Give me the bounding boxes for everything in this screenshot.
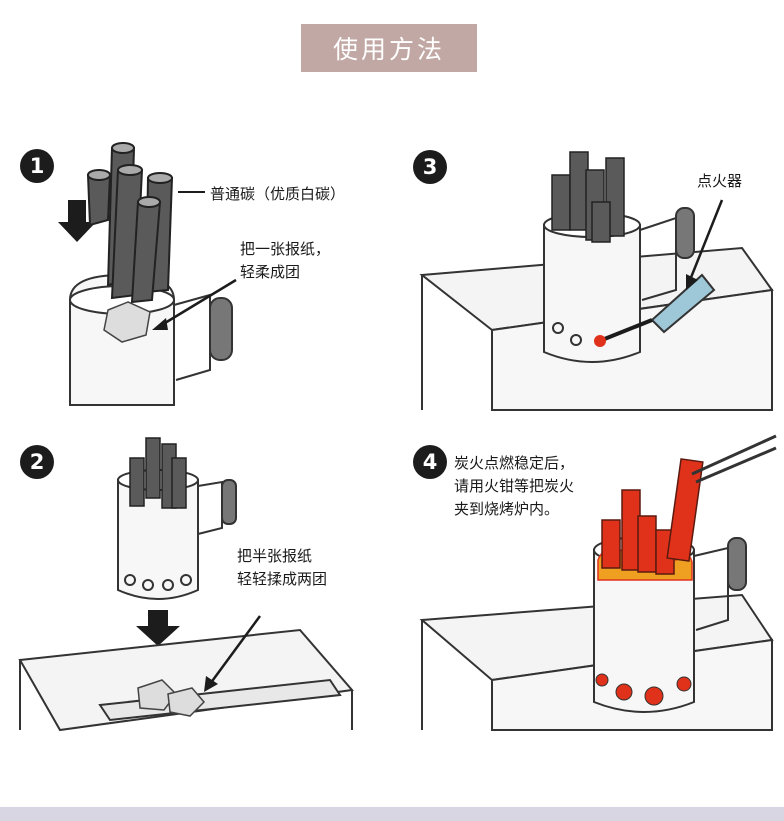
charcoal-sticks <box>129 437 187 509</box>
leader-line-paper <box>159 278 237 328</box>
step-2-number: 2 <box>20 445 54 479</box>
step-1-label-charcoal: 普通碳（优质白碳） <box>210 185 346 203</box>
down-arrow-icon <box>136 610 180 646</box>
step-2-illustration <box>18 437 354 732</box>
step-1-label-paper-line2: 轻柔成团 <box>240 263 301 281</box>
section-title-banner: 使用方法 <box>301 24 477 72</box>
step-3-illustration <box>419 151 774 411</box>
glowing-vents <box>595 673 692 706</box>
step-3-panel: 3 点火器 <box>392 130 784 430</box>
step-1-label-paper-line1: 把一张报纸， <box>240 240 331 258</box>
lighter <box>594 273 716 347</box>
charcoal-sticks <box>86 142 174 304</box>
step-4-panel: 4 炭火点燃稳定后， 请用火钳等把炭火 夹到烧烤炉内。 <box>392 430 784 731</box>
step-4-label-line2: 请用火钳等把炭火 <box>454 477 575 495</box>
burning-charcoal <box>601 458 704 575</box>
step-1-panel: 1 普通碳（优质白碳） 把一张报纸， 轻柔成团 <box>0 130 392 430</box>
step-4-illustration <box>419 434 777 731</box>
crumpled-paper <box>103 301 151 343</box>
step-2-panel: 2 把半张报纸 轻轻揉成两团 <box>0 430 392 732</box>
step-3-number: 3 <box>413 150 447 184</box>
step-1-illustration <box>58 142 237 406</box>
step-2-label-line2: 轻轻揉成两团 <box>237 570 328 588</box>
tongs <box>691 434 777 484</box>
step-3-label-lighter: 点火器 <box>697 172 743 190</box>
step-4-number: 4 <box>413 445 447 479</box>
crumpled-paper <box>167 687 206 717</box>
step-1-number: 1 <box>20 149 54 183</box>
section-title: 使用方法 <box>332 35 445 64</box>
step-2-label-line1: 把半张报纸 <box>237 547 313 565</box>
charcoal-sticks <box>551 151 625 243</box>
step-4-label-line1: 炭火点燃稳定后， <box>454 454 575 472</box>
bottom-bar <box>0 807 784 821</box>
leader-line-paper <box>208 615 262 685</box>
step-4-label-line3: 夹到烧烤炉内。 <box>454 500 560 518</box>
leader-line-lighter <box>688 199 724 281</box>
down-arrow-icon <box>58 200 96 242</box>
